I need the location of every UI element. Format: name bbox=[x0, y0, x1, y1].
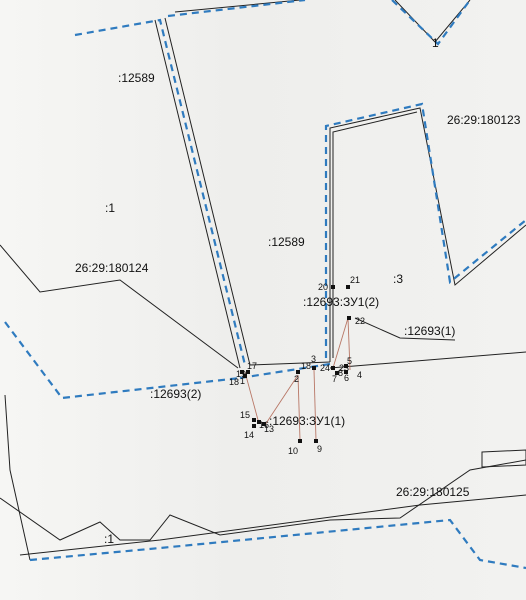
point-label-1: 1 bbox=[240, 376, 245, 386]
label-180124: 26:29:180124 bbox=[75, 261, 149, 275]
boundary-long-road-left bbox=[154, 19, 241, 369]
label-zu1-1: :12693:ЗУ1(1) bbox=[269, 414, 345, 428]
point-label-9: 9 bbox=[317, 444, 322, 454]
vertex-19 bbox=[240, 370, 244, 374]
point-label-24: 24 bbox=[320, 363, 330, 373]
label-12589-top: :12589 bbox=[118, 71, 155, 85]
vertex-24 bbox=[331, 366, 335, 370]
vertex-16 bbox=[257, 420, 261, 424]
vertex-2 bbox=[296, 370, 300, 374]
zone-road-left bbox=[74, 18, 247, 366]
vertex-17 bbox=[246, 370, 250, 374]
boundary-bottom-long bbox=[19, 494, 526, 556]
boundary-parcel-12589-inner bbox=[329, 107, 526, 362]
point-label-22: 22 bbox=[355, 316, 365, 326]
label-180125: 26:29:180125 bbox=[396, 485, 470, 499]
vertex-1 bbox=[243, 374, 247, 378]
vertex-20 bbox=[331, 285, 335, 289]
parcel-labels: :12589 26:29:180123 :1 :12589 26:29:1801… bbox=[75, 36, 521, 546]
zone-top-wedge bbox=[391, 0, 471, 46]
label-12693-2: :12693(2) bbox=[150, 387, 201, 401]
point-label-4: 4 bbox=[357, 370, 362, 380]
point-label-2: 2 bbox=[294, 374, 299, 384]
boundary-long-road-right bbox=[164, 17, 331, 366]
label-1-bottom: :1 bbox=[104, 532, 114, 546]
boundary-left-edge bbox=[4, 394, 31, 561]
survey-zu1-west bbox=[244, 371, 299, 426]
point-label-18: 18 bbox=[229, 377, 239, 387]
label-12589-mid: :12589 bbox=[268, 235, 305, 249]
vertex-3 bbox=[312, 366, 316, 370]
vertex-9 bbox=[314, 439, 318, 443]
vertex-7 bbox=[335, 371, 339, 375]
survey-vertices bbox=[240, 285, 351, 443]
label-1-top: 1 bbox=[432, 36, 439, 50]
boundary-12693-1-spur bbox=[354, 317, 456, 341]
vertex-21 bbox=[346, 285, 350, 289]
boundary-180124-west bbox=[0, 244, 239, 369]
zone-road-right bbox=[167, 0, 306, 18]
boundary-parcel-12589-outer bbox=[332, 111, 418, 358]
boundary-small-rect bbox=[481, 449, 526, 468]
point-label-16: 16 bbox=[259, 420, 269, 430]
label-180123: 26:29:180123 bbox=[447, 113, 521, 127]
point-label-8: 8 bbox=[338, 368, 343, 378]
vertex-22 bbox=[347, 316, 351, 320]
label-zu1-2: :12693:ЗУ1(2) bbox=[303, 295, 379, 309]
label-1-left: :1 bbox=[105, 201, 115, 215]
point-label-14: 14 bbox=[244, 430, 254, 440]
boundary-east-road bbox=[329, 351, 526, 369]
boundary-south-river bbox=[0, 459, 526, 541]
point-label-15: 15 bbox=[240, 410, 250, 420]
point-label-13: 13 bbox=[264, 424, 274, 434]
vertex-10 bbox=[298, 439, 302, 443]
vertex-6 bbox=[344, 370, 348, 374]
zone-bottom bbox=[29, 518, 526, 570]
label-12693-1: :12693(1) bbox=[404, 324, 455, 338]
label-3: :3 bbox=[393, 272, 403, 286]
vertex-14 bbox=[252, 424, 256, 428]
vertex-13 bbox=[262, 422, 266, 426]
point-label-20: 20 bbox=[318, 282, 328, 292]
point-label-6: 6 bbox=[344, 373, 349, 383]
vertex-15 bbox=[252, 418, 256, 422]
point-label-18b: 18 bbox=[301, 361, 311, 371]
survey-zu1-mid bbox=[297, 374, 301, 441]
point-labels: 19 17 1 18 2 3 18 24 5 6 7 8 23 20 21 22… bbox=[229, 275, 365, 456]
point-label-21: 21 bbox=[350, 275, 360, 285]
point-label-10: 10 bbox=[288, 446, 298, 456]
parcel-boundaries bbox=[0, 0, 526, 561]
point-label-3: 3 bbox=[311, 354, 316, 364]
point-label-23: 23 bbox=[339, 363, 349, 373]
vertex-5 bbox=[344, 364, 348, 368]
point-label-5: 5 bbox=[347, 356, 352, 366]
zone-east-parcel bbox=[324, 102, 526, 358]
survey-zu1-east bbox=[313, 369, 317, 441]
zone-west-south bbox=[4, 321, 241, 400]
point-label-17: 17 bbox=[247, 361, 257, 371]
point-label-7: 7 bbox=[332, 374, 337, 384]
point-label-19: 19 bbox=[236, 369, 246, 379]
zone-boundaries bbox=[4, 0, 526, 570]
